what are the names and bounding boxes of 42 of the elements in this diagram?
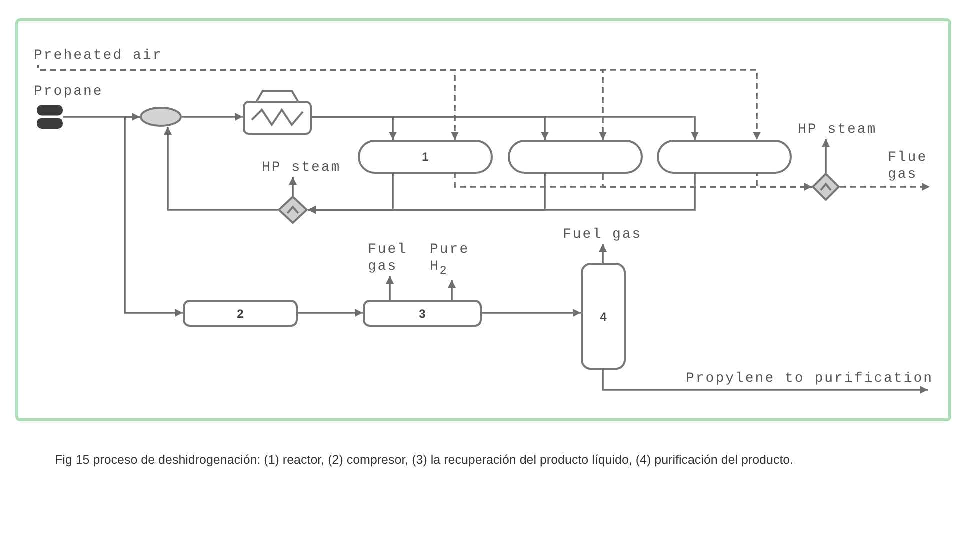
dashed-arrow: [840, 183, 930, 191]
flow-arrow: [308, 174, 696, 214]
stream-label: Propane: [34, 84, 104, 101]
flow-arrow: [602, 370, 928, 394]
reactor-vessel: [657, 140, 792, 174]
flow-arrow: [312, 116, 699, 140]
unit-number: 2: [237, 306, 244, 320]
flow-arrow: [289, 177, 297, 196]
flow-arrow: [298, 309, 363, 317]
dashed-arrow: [37, 64, 761, 140]
flow-arrow: [448, 280, 456, 300]
reactor-vessel: [508, 140, 643, 174]
flow-arrow: [164, 127, 278, 211]
flow-arrow: [63, 113, 140, 121]
stream-label: HP steam: [798, 122, 878, 139]
flow-arrow: [182, 113, 243, 121]
exchanger-diamond: [812, 173, 840, 201]
heat-exchanger: [140, 107, 182, 127]
flow-arrow: [124, 116, 183, 317]
process-vessel: [183, 300, 298, 327]
flow-arrow: [822, 139, 830, 173]
stream-label: HP steam: [262, 160, 342, 177]
heater-symbol: [243, 90, 312, 135]
caption: Fig 15 proceso de deshidrogenación: (1) reactor, (2) compresor, (3) la recuperación del producto líquido, (4) purificación del producto.: [55, 452, 795, 469]
stream-label: Preheated air: [34, 48, 163, 65]
stream-label: Flue gas: [888, 150, 934, 184]
exchanger-diamond: [278, 196, 308, 224]
reactor-vessel: [358, 140, 493, 174]
dashed-arrow: [756, 174, 812, 191]
flow-arrow: [386, 276, 394, 300]
unit-number: 3: [419, 306, 426, 320]
drum-icon: [37, 105, 63, 129]
column-vessel: [581, 263, 626, 370]
flow-arrow: [482, 309, 581, 317]
stream-label: Fuel gas: [368, 242, 414, 276]
stream-label: Pure H$_{2}$: [430, 242, 476, 280]
flow-arrow: [599, 244, 607, 263]
stream-label: Fuel gas: [563, 227, 642, 244]
unit-number: 1: [422, 150, 429, 164]
unit-number: 4: [600, 310, 607, 324]
stream-label: Propylene to purification: [686, 371, 934, 388]
process-vessel: [363, 300, 482, 327]
